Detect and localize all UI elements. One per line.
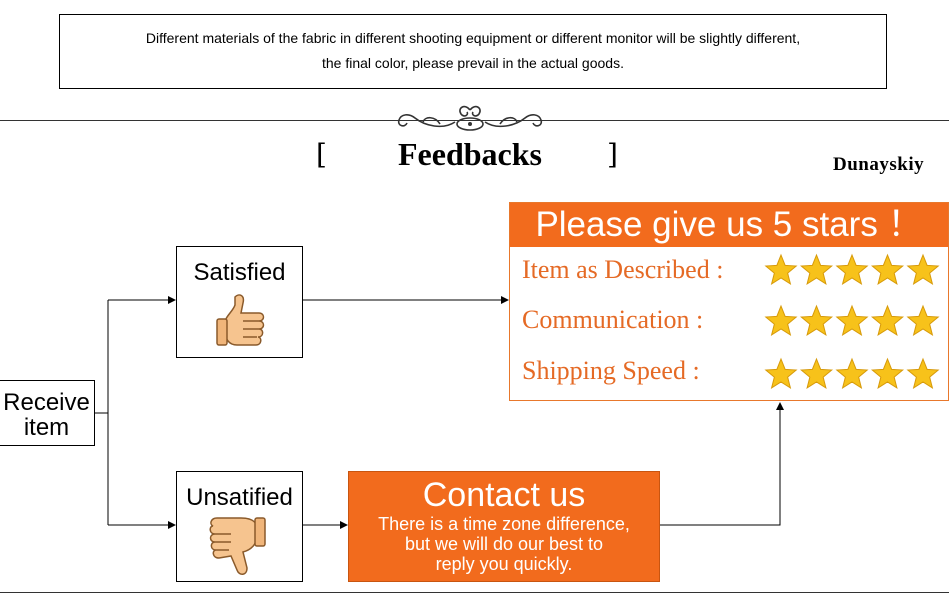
contact-line-2: but we will do our best to: [349, 534, 659, 554]
star-icon: [872, 306, 902, 335]
star-icon: [801, 306, 831, 335]
contact-line-3: reply you quickly.: [349, 554, 659, 574]
star-icon: [908, 359, 938, 388]
star-icon: [872, 255, 902, 284]
star-row-shipping-speed: [764, 357, 942, 393]
receive-item-line-2: item: [0, 416, 94, 440]
rating-label-shipping-speed: Shipping Speed :: [522, 356, 700, 386]
contact-title: Contact us: [349, 476, 659, 514]
star-icon: [766, 306, 796, 335]
rating-label-communication: Communication :: [522, 305, 703, 335]
rating-label-item-described: Item as Described :: [522, 255, 723, 285]
star-row-communication: [764, 304, 942, 340]
rating-panel: Please give us 5 stars ！ Item as Describ…: [509, 202, 949, 401]
star-icon: [908, 255, 938, 284]
satisfied-box: Satisfied: [176, 246, 303, 358]
star-icon: [801, 255, 831, 284]
unsatisfied-box: Unsatified: [176, 471, 303, 582]
star-icon: [837, 306, 867, 335]
star-icon: [872, 359, 902, 388]
unsatisfied-label: Unsatified: [177, 484, 302, 512]
star-icon: [908, 306, 938, 335]
star-icon: [837, 359, 867, 388]
star-icon: [766, 255, 796, 284]
star-row-item-described: [764, 253, 942, 289]
receive-item-box: Receive item: [0, 380, 95, 446]
thumbs-up-icon: [215, 291, 271, 353]
receive-item-line-1: Receive: [0, 391, 94, 415]
star-icon: [801, 359, 831, 388]
contact-line-1: There is a time zone difference,: [349, 514, 659, 534]
rating-heading: Please give us 5 stars ！: [510, 203, 948, 247]
thumbs-down-icon: [207, 516, 271, 578]
star-icon: [766, 359, 796, 388]
contact-us-box: Contact us There is a time zone differen…: [348, 471, 660, 582]
star-icon: [837, 255, 867, 284]
satisfied-label: Satisfied: [177, 259, 302, 287]
